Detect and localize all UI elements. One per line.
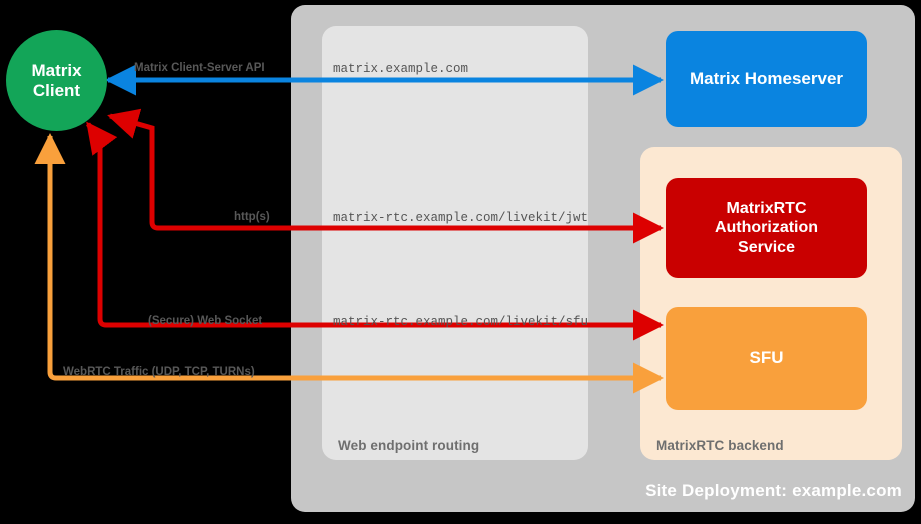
node-matrix-client-label-line2: Client: [32, 80, 81, 100]
connection-label-websocket: (Secure) Web Socket: [148, 315, 263, 327]
endpoint-url-sfu: matrix-rtc.example.com/livekit/sfu: [333, 315, 589, 329]
node-sfu[interactable]: SFU: [666, 307, 867, 410]
endpoint-url-matrix: matrix.example.com: [333, 62, 469, 76]
node-auth-label-line1: MatrixRTC: [726, 200, 807, 218]
caption-web-endpoint-routing: Web endpoint routing: [338, 438, 480, 453]
node-auth-label-line3: Service: [738, 238, 795, 256]
node-matrix-client[interactable]: Matrix Client: [6, 30, 107, 131]
node-auth-label-line2: Authorization: [714, 219, 819, 237]
node-matrix-homeserver-label: Matrix Homeserver: [689, 68, 844, 88]
caption-matrixrtc-backend: MatrixRTC backend: [656, 438, 784, 453]
node-matrixrtc-authorization-service[interactable]: MatrixRTC Authorization Service: [666, 178, 867, 278]
connection-label-webrtc: WebRTC Traffic (UDP, TCP, TURNs): [63, 366, 255, 378]
connection-label-http: http(s): [234, 211, 270, 223]
node-matrix-homeserver[interactable]: Matrix Homeserver: [666, 31, 867, 127]
node-sfu-label: SFU: [749, 348, 784, 368]
node-matrix-client-label-line1: Matrix: [31, 60, 82, 80]
connection-label-client-server-api: Matrix Client-Server API: [134, 62, 265, 74]
caption-site-deployment: Site Deployment: example.com: [645, 481, 902, 500]
endpoint-url-jwt: matrix-rtc.example.com/livekit/jwt: [333, 211, 589, 225]
web-endpoint-routing-container: [322, 26, 588, 460]
